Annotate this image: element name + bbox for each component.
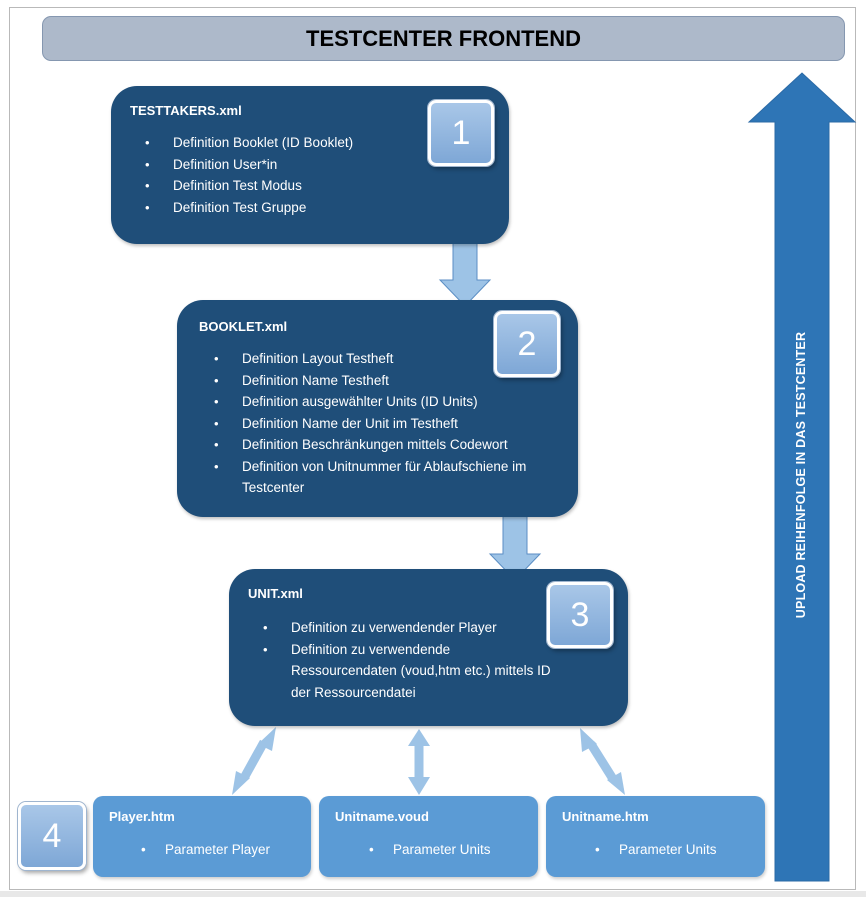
list-item: Definition zu verwendender Player xyxy=(253,617,553,639)
list-item: Definition zu verwendende Ressourcendate… xyxy=(253,639,553,704)
htm-title: Unitname.htm xyxy=(562,809,649,824)
list-item: Definition ausgewählter Units (ID Units) xyxy=(204,391,559,413)
step-badge-3: 3 xyxy=(547,582,613,648)
testtakers-title: TESTTAKERS.xml xyxy=(130,103,242,118)
unit-title: UNIT.xml xyxy=(248,586,303,601)
list-item: Definition Test Gruppe xyxy=(135,197,353,219)
step-number: 2 xyxy=(517,324,537,363)
step-number: 3 xyxy=(570,595,590,634)
voud-list: Parameter Units xyxy=(369,842,491,857)
step-number: 1 xyxy=(451,113,471,152)
voud-title: Unitname.voud xyxy=(335,809,429,824)
list-item: Definition User*in xyxy=(135,154,353,176)
step-number: 4 xyxy=(42,816,62,855)
upload-order-label: UPLOAD REIHENFOLGE IN DAS TESTCENTER xyxy=(794,331,808,619)
list-item: Parameter Player xyxy=(141,842,270,857)
voud-box: Unitname.voud Parameter Units xyxy=(319,796,538,877)
player-box: Player.htm Parameter Player xyxy=(93,796,311,877)
page-title: TESTCENTER FRONTEND xyxy=(42,16,845,61)
unit-list: Definition zu verwendender Player Defini… xyxy=(253,617,553,703)
step-badge-2: 2 xyxy=(494,311,560,377)
double-arrow-unit-voud xyxy=(408,729,430,795)
list-item: Definition Layout Testheft xyxy=(204,348,559,370)
htm-box: Unitname.htm Parameter Units xyxy=(546,796,765,877)
list-item: Definition von Unitnummer für Ablaufschi… xyxy=(204,456,559,499)
list-item: Definition Name der Unit im Testheft xyxy=(204,413,559,435)
booklet-title: BOOKLET.xml xyxy=(199,319,288,334)
step-badge-1: 1 xyxy=(428,100,494,166)
down-arrow-1-to-2 xyxy=(438,233,492,307)
list-item: Parameter Units xyxy=(595,842,717,857)
bottom-rule xyxy=(0,891,866,897)
list-item: Definition Booklet (ID Booklet) xyxy=(135,132,353,154)
unit-box: UNIT.xml Definition zu verwendender Play… xyxy=(229,569,628,726)
list-item: Definition Name Testheft xyxy=(204,370,559,392)
double-arrow-unit-htm xyxy=(580,728,625,795)
htm-list: Parameter Units xyxy=(595,842,717,857)
step-badge-4: 4 xyxy=(18,802,86,870)
player-list: Parameter Player xyxy=(141,842,270,857)
double-arrow-unit-player xyxy=(232,727,276,795)
upload-arrow xyxy=(747,72,857,882)
list-item: Definition Test Modus xyxy=(135,175,353,197)
page-title-text: TESTCENTER FRONTEND xyxy=(306,25,581,51)
list-item: Parameter Units xyxy=(369,842,491,857)
testtakers-list: Definition Booklet (ID Booklet) Definiti… xyxy=(135,132,353,218)
booklet-list: Definition Layout Testheft Definition Na… xyxy=(204,348,559,499)
list-item: Definition Beschränkungen mittels Codewo… xyxy=(204,434,559,456)
player-title: Player.htm xyxy=(109,809,175,824)
